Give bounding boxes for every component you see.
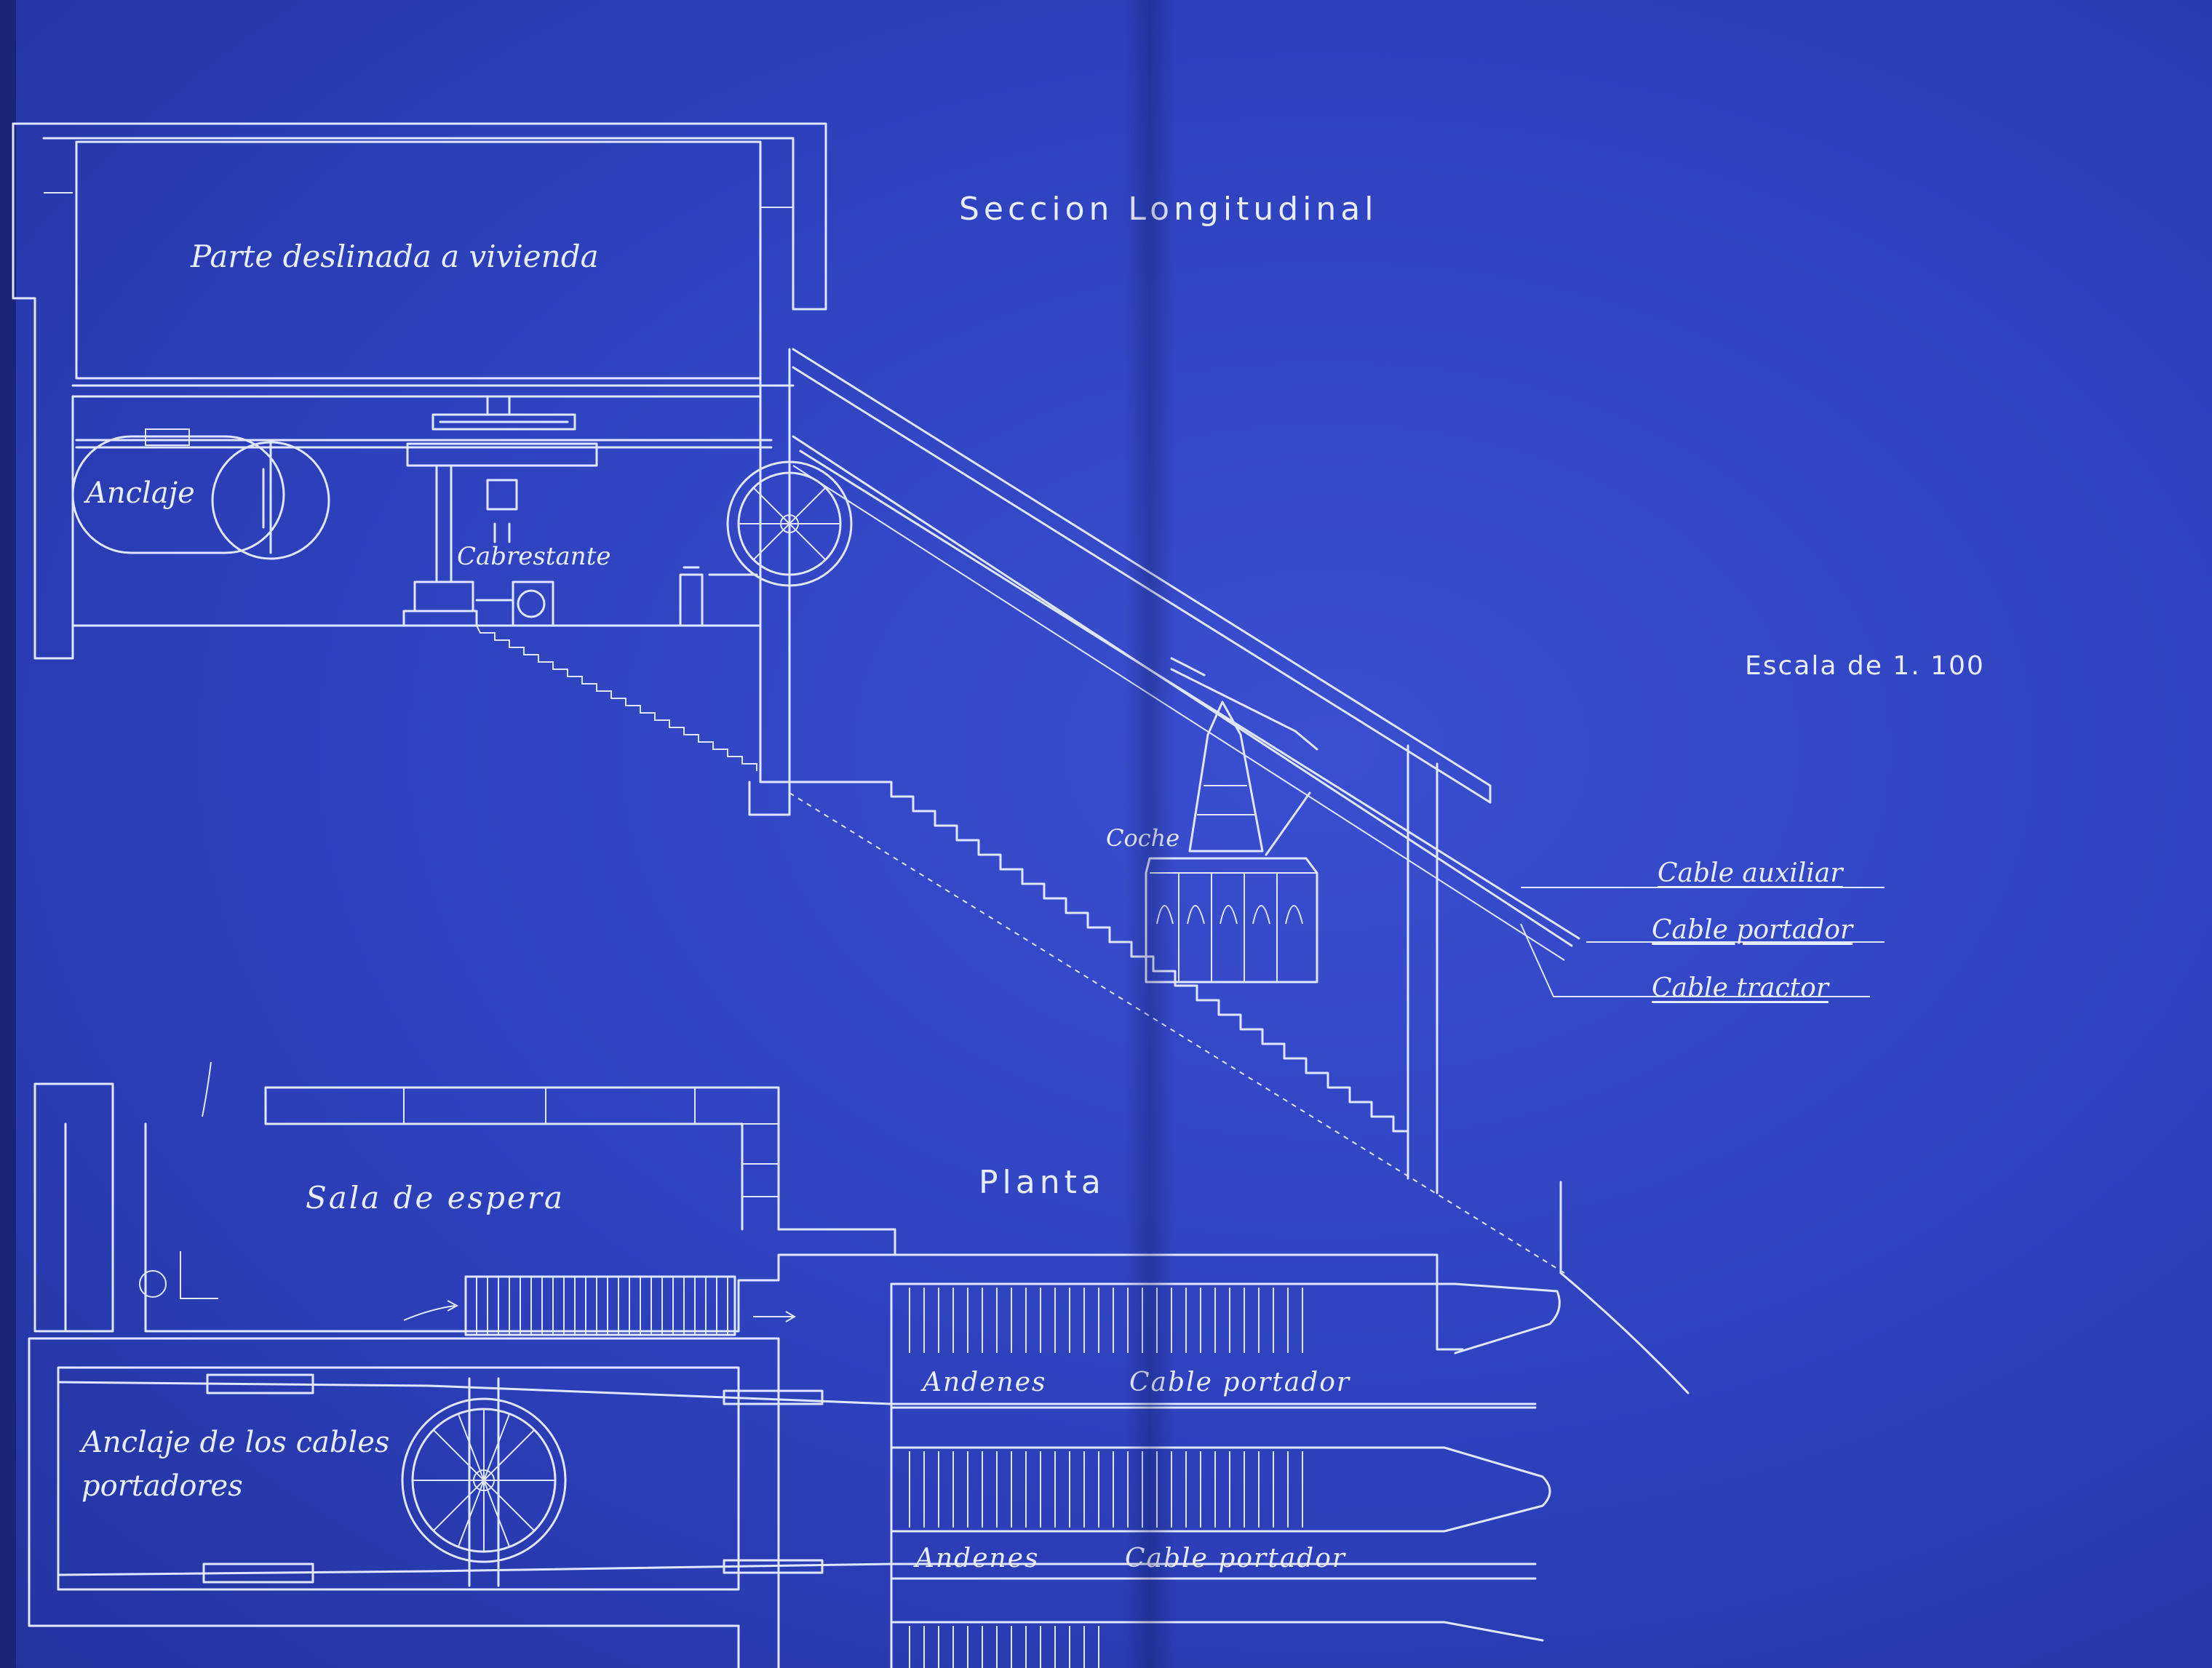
anchor-drum bbox=[71, 428, 330, 560]
housing-label: Parte deslinada a vivienda bbox=[191, 239, 599, 274]
scale-note: Escala de 1. 100 bbox=[1745, 651, 1985, 681]
circulation-arrows bbox=[202, 1061, 796, 1322]
plan-outline bbox=[28, 1082, 1561, 1668]
car-label: Coche bbox=[1106, 824, 1179, 852]
inclined-track-cables bbox=[476, 348, 1690, 1394]
cable-leaders bbox=[1520, 887, 1885, 997]
cable-auxiliary-label: Cable auxiliar bbox=[1658, 858, 1843, 888]
carrier-cable-label-2: Cable portador bbox=[1125, 1544, 1347, 1573]
sheet-edge bbox=[0, 0, 16, 1668]
cable-tractor-label: Cable tractor bbox=[1652, 973, 1829, 1003]
cable-carrier-label: Cable portador bbox=[1652, 915, 1853, 945]
winch-machinery bbox=[402, 395, 758, 627]
plan-title: Planta bbox=[979, 1164, 1105, 1201]
anchor-label: Anclaje bbox=[86, 476, 195, 510]
plan-anchor-wheel bbox=[57, 1373, 1537, 1587]
platform-label-2: Andenes bbox=[915, 1544, 1040, 1573]
carrier-cable-label-1: Cable portador bbox=[1129, 1368, 1351, 1397]
section-title: Seccion Longitudinal bbox=[959, 191, 1378, 228]
station-building-section bbox=[12, 122, 827, 816]
cabin-car bbox=[1145, 657, 1318, 983]
anchor-cables-label-line1: Anclaje de los cables bbox=[81, 1426, 390, 1459]
return-sheave bbox=[75, 439, 853, 587]
waiting-room-label: Sala de espera bbox=[306, 1180, 565, 1216]
winch-label: Cabrestante bbox=[457, 542, 611, 571]
platform-label-1: Andenes bbox=[923, 1368, 1047, 1397]
anchor-cables-label-line2: portadores bbox=[81, 1469, 243, 1503]
paper-fold bbox=[1124, 0, 1175, 1668]
